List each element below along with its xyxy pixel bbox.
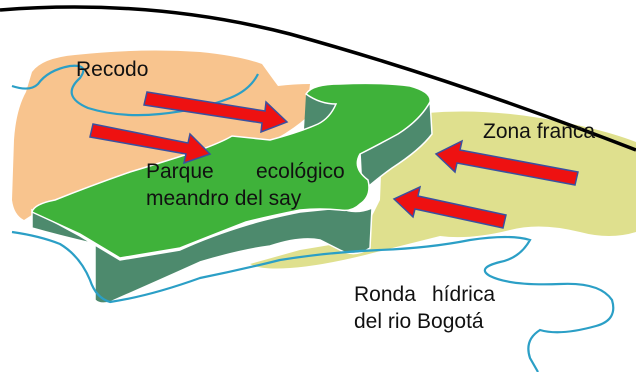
label-ecologico-word: ecológico — [256, 160, 345, 183]
arrow-2 — [89, 123, 212, 165]
label-hidrica-word: hídrica — [432, 283, 495, 306]
arrow-3 — [434, 139, 579, 186]
arrow-4 — [392, 185, 507, 229]
arrow-1 — [143, 91, 289, 134]
label-recodo: Recodo — [76, 58, 148, 81]
river-upper — [11, 64, 259, 117]
zona-franca-zone — [250, 111, 636, 269]
label-meandro: meandro del say — [146, 187, 302, 210]
label-parque-word: Parque — [146, 160, 214, 183]
recodo-zone — [12, 50, 310, 220]
label-rio-bogota: del rio Bogotá — [354, 310, 484, 333]
boundary-line — [0, 5, 636, 152]
label-zona-franca: Zona franca — [483, 120, 595, 143]
park-top — [31, 82, 431, 259]
park-side — [31, 206, 373, 304]
river-lower — [11, 230, 615, 372]
label-ronda-word: Ronda — [354, 283, 416, 306]
